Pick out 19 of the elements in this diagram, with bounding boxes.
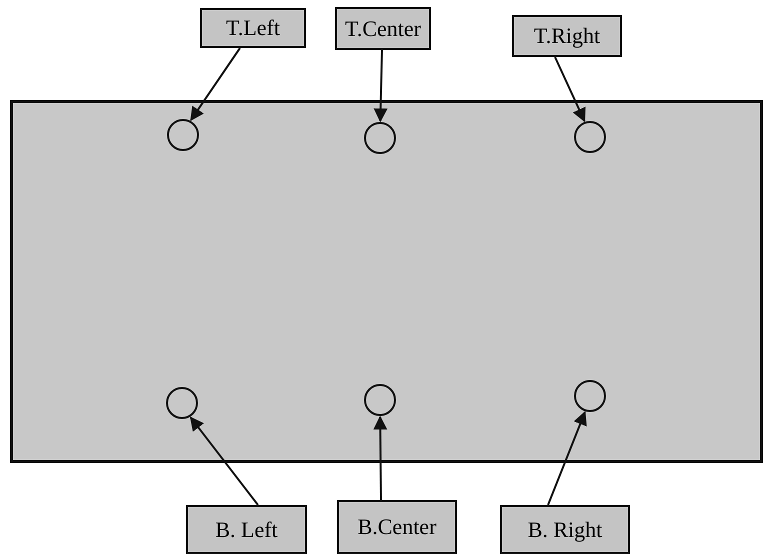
label-box: B.Center	[337, 500, 457, 554]
label-box: T.Left	[200, 8, 306, 48]
hole	[364, 122, 396, 154]
hole	[574, 121, 606, 153]
label-box: B. Right	[500, 505, 630, 554]
hole	[167, 119, 199, 151]
arrow	[547, 410, 587, 506]
hole	[166, 387, 198, 419]
arrow	[554, 56, 586, 122]
hole	[364, 384, 396, 416]
arrow	[374, 50, 388, 122]
label-box: B. Left	[186, 505, 307, 554]
hole	[574, 380, 606, 412]
arrow	[190, 47, 241, 122]
label-box: T.Right	[512, 15, 622, 57]
arrow	[190, 416, 259, 506]
label-box: T.Center	[335, 7, 431, 50]
plate	[10, 100, 763, 463]
arrow	[373, 416, 388, 500]
